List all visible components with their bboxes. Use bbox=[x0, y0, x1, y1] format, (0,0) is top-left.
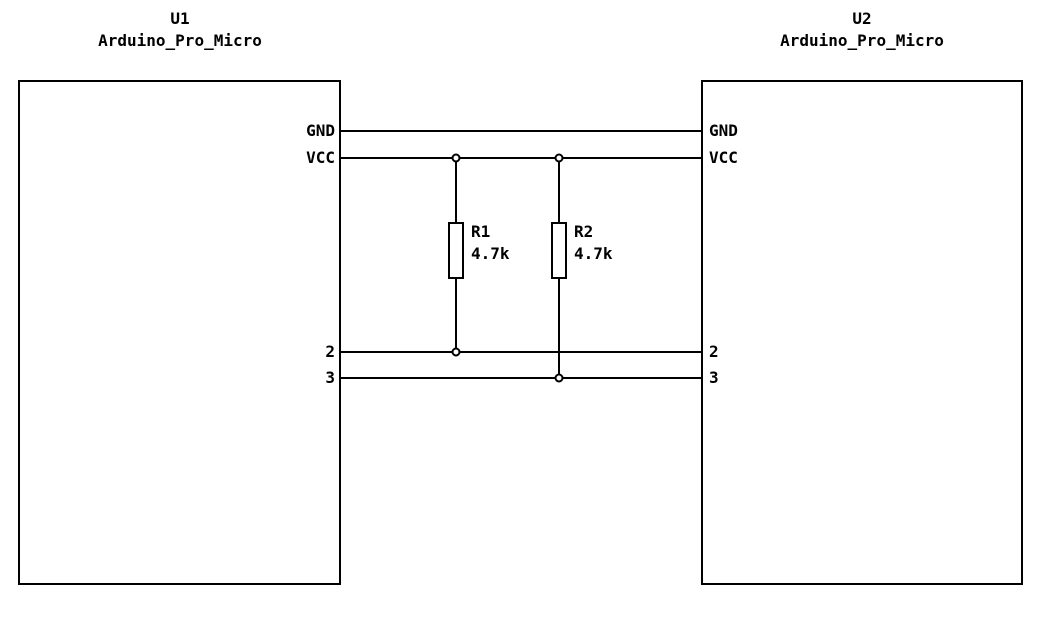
junction-r2-pin3 bbox=[554, 373, 564, 383]
u2-pin-2-label: 2 bbox=[709, 342, 719, 361]
u2-ref: U2 bbox=[852, 9, 872, 28]
r2-value: 4.7k bbox=[574, 244, 613, 263]
wire-gnd bbox=[341, 130, 701, 132]
u2-pin-gnd-label: GND bbox=[709, 121, 738, 140]
r1-body bbox=[448, 222, 464, 279]
u1-pin-vcc-label: VCC bbox=[306, 148, 335, 167]
u2-pin-vcc-label: VCC bbox=[709, 148, 738, 167]
r1-ref: R1 bbox=[471, 222, 491, 241]
wire-vcc bbox=[341, 157, 701, 159]
r2-body bbox=[551, 222, 567, 279]
r1-label: R1 4.7k bbox=[471, 221, 510, 265]
u1-name: Arduino_Pro_Micro bbox=[98, 31, 262, 50]
u2-title: U2 Arduino_Pro_Micro bbox=[702, 8, 1022, 52]
u1-pin-gnd-label: GND bbox=[306, 121, 335, 140]
r1-value: 4.7k bbox=[471, 244, 510, 263]
u1-title: U1 Arduino_Pro_Micro bbox=[20, 8, 340, 52]
u2-pin-3-label: 3 bbox=[709, 368, 719, 387]
wire-pin2 bbox=[341, 351, 701, 353]
u1-body bbox=[18, 80, 341, 585]
u2-name: Arduino_Pro_Micro bbox=[780, 31, 944, 50]
junction-r1-vcc bbox=[451, 153, 461, 163]
r2-ref: R2 bbox=[574, 222, 594, 241]
u2-body bbox=[701, 80, 1023, 585]
u1-pin-2-label: 2 bbox=[325, 342, 335, 361]
junction-r1-pin2 bbox=[451, 347, 461, 357]
r2-label: R2 4.7k bbox=[574, 221, 613, 265]
junction-r2-vcc bbox=[554, 153, 564, 163]
wire-pin3 bbox=[341, 377, 701, 379]
u1-ref: U1 bbox=[170, 9, 190, 28]
u1-pin-3-label: 3 bbox=[325, 368, 335, 387]
